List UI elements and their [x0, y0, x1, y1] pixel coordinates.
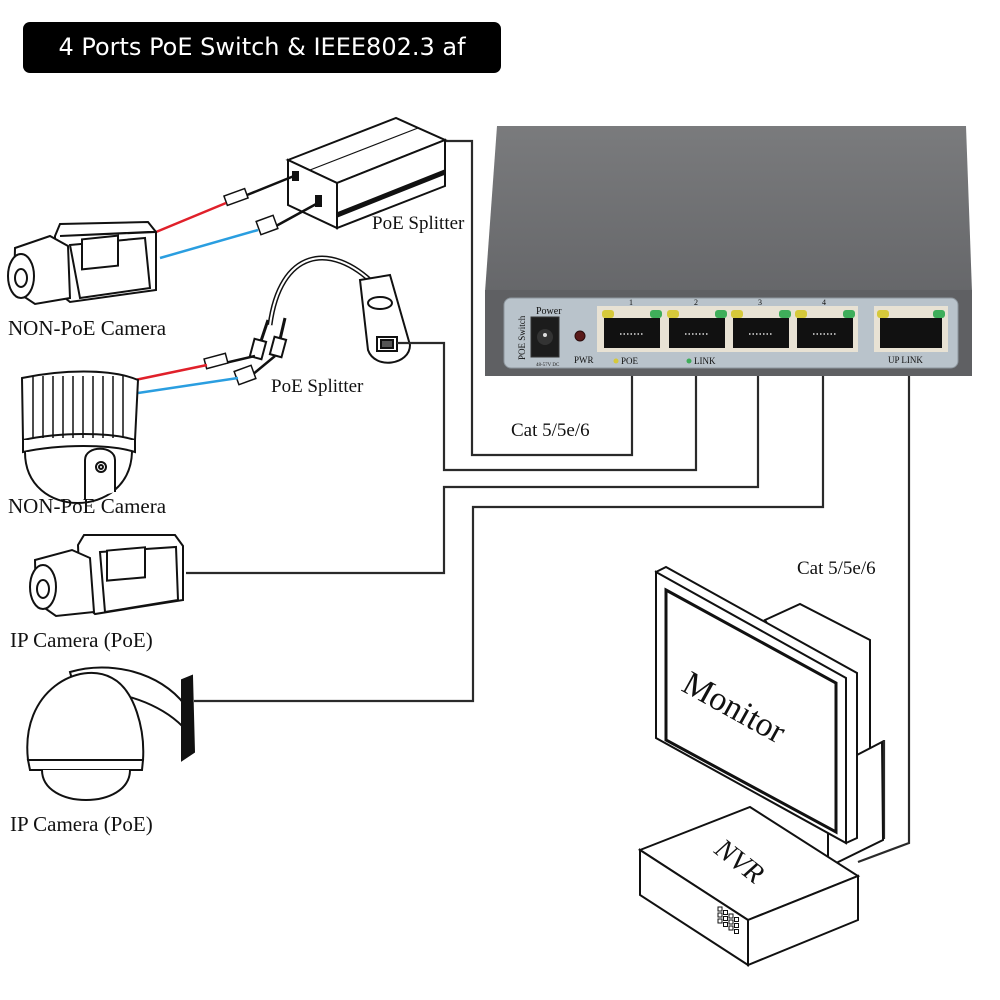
nvr-icon [637, 805, 861, 967]
camera-1-label: NON-PoE Camera [8, 316, 167, 340]
port-number: 2 [694, 298, 698, 307]
nvr-front-buttons [717, 906, 739, 934]
poe-splitter-box-icon [285, 116, 448, 230]
poe-splitter-cable-icon [248, 255, 412, 364]
poe-led [731, 310, 743, 318]
splitter2-wires [134, 352, 276, 395]
cable-port1-splitter1 [444, 139, 634, 457]
link-led [650, 310, 662, 318]
poe-led [667, 310, 679, 318]
switch-top [485, 126, 972, 292]
monitor-icon [654, 565, 885, 869]
splitter-1-label: PoE Splitter [372, 213, 465, 234]
uplink-port[interactable] [880, 318, 942, 348]
diagram-title: 4 Ports PoE Switch & IEEE802.3 af [58, 33, 466, 61]
camera-3-label: IP Camera (PoE) [10, 628, 153, 652]
link-led [715, 310, 727, 318]
poe-port-3[interactable]: 3 [731, 298, 791, 348]
ports-group: 1 2 3 4 [602, 298, 924, 348]
port-number: 4 [822, 298, 826, 307]
nvr-button [723, 910, 728, 915]
power-jack-pin [543, 333, 547, 337]
poe-legend-label: POE [621, 356, 639, 366]
port-number: 3 [758, 298, 762, 307]
link-led [843, 310, 855, 318]
rj45-jack[interactable] [669, 318, 725, 348]
poe-port-1[interactable]: 1 [602, 298, 662, 348]
nvr-button [728, 919, 734, 925]
cable-uplink-nvr [857, 370, 911, 864]
nvr-button [734, 923, 739, 928]
port-number: 1 [629, 298, 633, 307]
pwr-label: PWR [574, 355, 594, 365]
splitter1-wires [155, 174, 319, 260]
rj45-jack[interactable] [604, 318, 660, 348]
nvr-button [717, 906, 723, 912]
pwr-led [574, 330, 586, 342]
poe-led [795, 310, 807, 318]
link-legend-dot [686, 358, 692, 364]
rj45-jack[interactable] [797, 318, 853, 348]
uplink-led-poe [877, 310, 889, 318]
rj45-jack[interactable] [733, 318, 789, 348]
nvr-button [728, 913, 734, 919]
nvr-button [717, 918, 723, 924]
cable-port3-ipcamera [186, 370, 760, 575]
poe-legend-dot [613, 358, 619, 364]
nvr-button [723, 922, 728, 927]
link-legend-label: LINK [694, 356, 716, 366]
power-label: Power [536, 306, 562, 317]
poe-led [602, 310, 614, 318]
cable-port4-ptzcamera [194, 370, 825, 703]
title-banner: 4 Ports PoE Switch & IEEE802.3 af [23, 22, 501, 73]
poe-port-2[interactable]: 2 [667, 298, 727, 348]
box-camera-ip-icon [29, 534, 184, 618]
uplink-led-link [933, 310, 945, 318]
cable-type-label-uplink: Cat 5/5e/6 [797, 558, 876, 579]
switch-side-label: POE Switch [517, 315, 527, 360]
camera-4-label: IP Camera (PoE) [10, 812, 153, 836]
ptz-dome-camera-icon [26, 666, 196, 801]
nvr-button [734, 917, 739, 922]
cables [186, 139, 911, 864]
cable-port2-splitter2 [420, 341, 698, 472]
uplink-label: UP LINK [888, 355, 923, 365]
camera-2-label: NON-PoE Camera [8, 494, 167, 518]
link-led [779, 310, 791, 318]
cable-type-label-poe: Cat 5/5e/6 [511, 420, 590, 441]
nvr-button [728, 925, 734, 931]
poe-port-4[interactable]: 4 [795, 298, 855, 348]
nvr-button [717, 912, 723, 918]
splitter-2-label: PoE Splitter [271, 376, 364, 397]
power-spec: 48-57V DC [536, 363, 560, 368]
dome-camera-icon [20, 370, 140, 504]
box-camera-icon [7, 220, 157, 306]
nvr-button [734, 929, 739, 934]
nvr-button [723, 916, 728, 921]
